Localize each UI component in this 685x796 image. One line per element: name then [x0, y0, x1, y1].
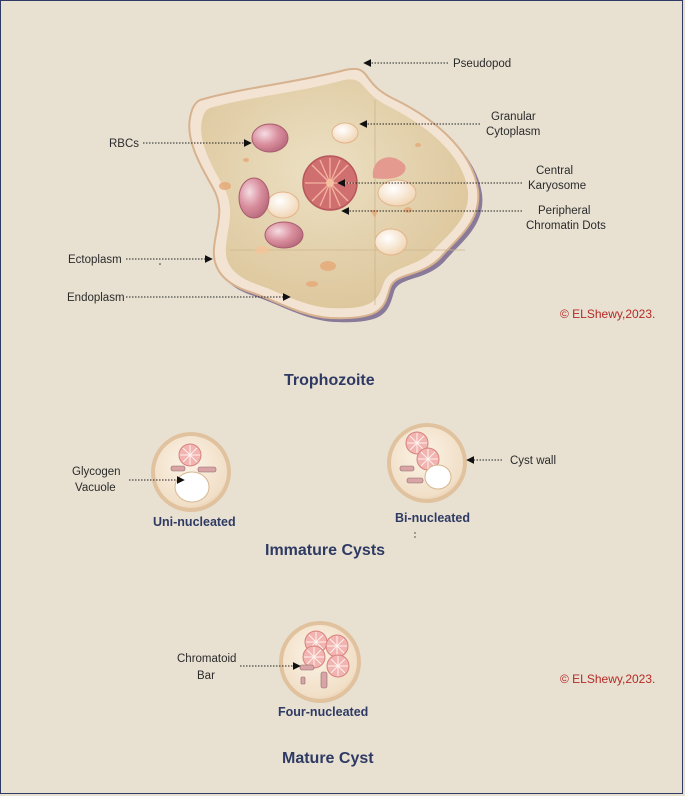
chromatoid-bar — [299, 664, 315, 671]
label-rbcs: RBCs — [109, 138, 139, 150]
trophozoite-cell — [188, 67, 483, 323]
chromatoid-bar — [300, 676, 306, 685]
uni-nucleated-cyst — [151, 432, 231, 512]
four-nucleated-cyst — [279, 621, 361, 703]
title-uni-nucleated: Uni-nucleated — [153, 515, 236, 529]
label-bar: Bar — [197, 670, 215, 682]
title-four-nucleated: Four-nucleated — [278, 705, 368, 719]
copyright-bottom: © ELShewy,2023. — [560, 672, 655, 686]
cytoplasm-vacuole — [266, 191, 300, 219]
label-ectoplasm: Ectoplasm — [68, 254, 122, 266]
label-glycogen: Glycogen — [72, 466, 121, 478]
copyright-top: © ELShewy,2023. — [560, 307, 655, 321]
label-endoplasm: Endoplasm — [67, 292, 125, 304]
nucleus — [178, 443, 202, 467]
label-cytoplasm: Cytoplasm — [486, 126, 540, 138]
label-peripheral: Peripheral — [538, 205, 590, 217]
label-pseudopod: Pseudopod — [453, 58, 511, 70]
title-mature-cyst: Mature Cyst — [282, 750, 374, 767]
nucleus — [325, 634, 349, 658]
chromatoid-bar — [197, 466, 217, 473]
label-granular: Granular — [491, 111, 536, 123]
rbc — [251, 123, 289, 153]
stray-dot — [159, 263, 161, 265]
title-immature-cysts: Immature Cysts — [265, 542, 385, 559]
rbc — [238, 177, 270, 219]
chromatoid-bar — [406, 477, 424, 484]
title-trophozoite: Trophozoite — [284, 372, 375, 389]
title-bi-nucleated: Bi-nucleated — [395, 511, 470, 525]
glycogen-vacuole — [174, 471, 210, 503]
label-chromatin-dots: Chromatin Dots — [526, 220, 606, 232]
bi-nucleated-cyst — [387, 423, 467, 503]
label-vacuole: Vacuole — [75, 482, 116, 494]
nucleus — [302, 155, 358, 211]
label-chromatoid: Chromatoid — [177, 653, 236, 665]
karyosome — [326, 179, 334, 187]
cytoplasm-vacuole — [377, 179, 417, 207]
chromatoid-bar — [399, 465, 415, 472]
label-central: Central — [536, 165, 573, 177]
rbc — [264, 221, 304, 249]
chromatoid-bar — [170, 465, 186, 472]
label-karyosome: Karyosome — [528, 180, 586, 192]
food-vacuole — [372, 157, 406, 179]
cytoplasm-vacuole — [374, 228, 408, 256]
nucleus — [326, 654, 350, 678]
chromatoid-bar — [320, 671, 328, 689]
label-cyst-wall: Cyst wall — [510, 455, 556, 467]
glycogen-vacuole — [424, 464, 452, 490]
cytoplasm-vacuole — [331, 122, 359, 144]
stray-dot — [414, 536, 416, 538]
stray-dot — [414, 532, 416, 534]
